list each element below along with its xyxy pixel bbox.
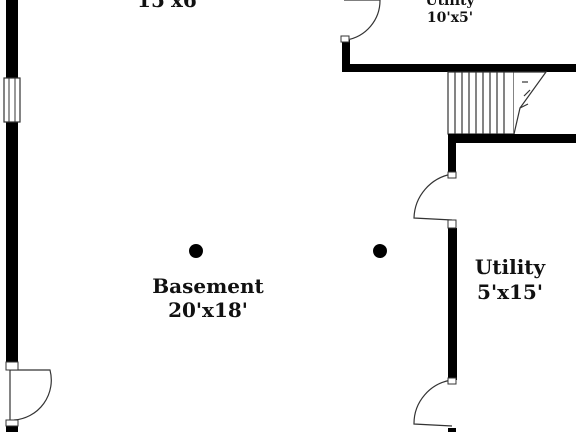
left-wall-lower	[6, 425, 18, 432]
right-utility-door-upper	[413, 171, 457, 229]
left-wall-upper	[6, 0, 18, 78]
basement-room-label: Basement 20'x18'	[128, 276, 288, 320]
left-window	[3, 77, 21, 123]
utility-top-room-label: Utility 10'x5'	[410, 0, 490, 25]
utility-right-room-name: Utility	[474, 255, 546, 279]
right-utility-door-lower	[413, 377, 457, 427]
basement-room-name: Basement	[152, 274, 264, 298]
utility-top-room-name: Utility	[425, 0, 475, 9]
top-utility-left-wall	[342, 40, 350, 72]
utility-top-room-dimensions: 10'x5'	[426, 10, 474, 26]
basement-room-dimensions: 20'x18'	[168, 298, 248, 322]
support-post-right	[373, 244, 387, 258]
top-utility-door	[340, 0, 381, 43]
left-door	[5, 361, 52, 427]
top-left-room-label: 15'x6'	[110, 0, 230, 10]
right-utility-top-wall	[448, 134, 576, 143]
right-utility-left-wall-upper	[448, 134, 456, 174]
staircase	[447, 71, 548, 135]
utility-right-room-dimensions: 5'x15'	[477, 280, 543, 304]
right-utility-left-wall-lower	[448, 428, 456, 432]
support-post-left	[189, 244, 203, 258]
top-left-room-dimensions: 15'x6'	[137, 0, 203, 12]
top-utility-bottom-wall	[342, 64, 576, 72]
right-utility-left-wall-middle	[448, 228, 457, 380]
utility-right-room-label: Utility 5'x15'	[448, 257, 572, 302]
left-wall-middle	[6, 122, 18, 362]
